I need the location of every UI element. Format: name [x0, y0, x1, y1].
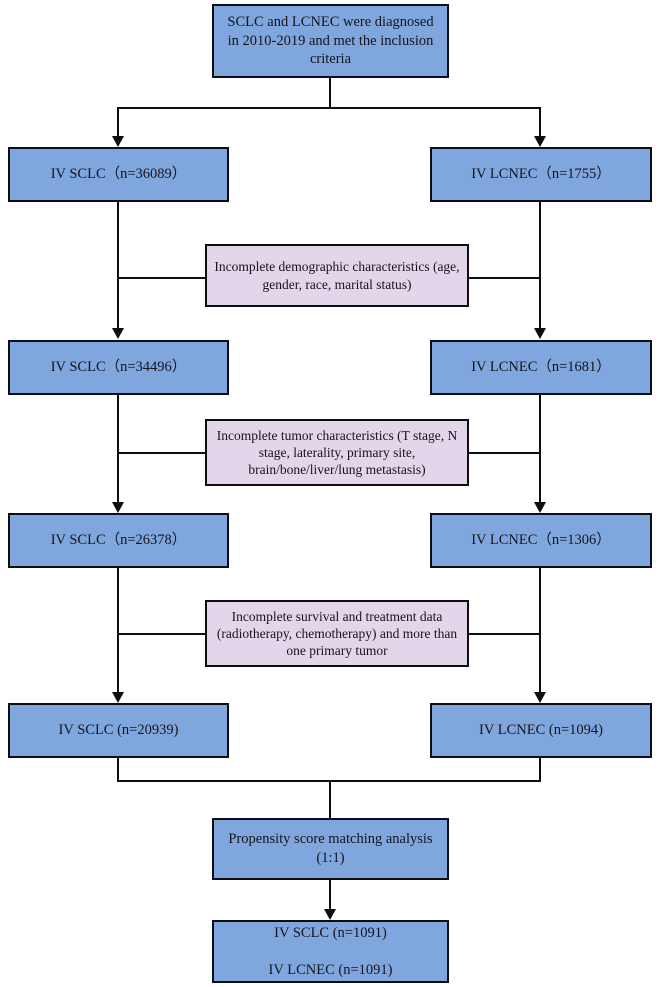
- node-root-line2: in 2010-2019 and met the inclusion: [227, 32, 434, 49]
- connector-split-bar: [117, 107, 541, 109]
- node-final: IV SCLC (n=1091) IV LCNEC (n=1091): [212, 920, 449, 983]
- arrow-to-row2-right: [534, 328, 546, 339]
- node-row3-right-label: IV LCNEC（n=1306）: [471, 532, 611, 549]
- connector-exclusion2-left-branch: [117, 452, 206, 454]
- node-row3-left: IV SCLC（n=26378）: [8, 513, 229, 568]
- connector-psm-to-final: [329, 880, 331, 913]
- connector-exclusion2-right-branch: [468, 452, 541, 454]
- node-row4-right-label: IV LCNEC (n=1094): [479, 722, 603, 739]
- connector-right-spine-1: [539, 202, 541, 333]
- connector-left-spine-1: [117, 202, 119, 333]
- node-exclusion-2-line2: stage, laterality, primary site,: [258, 444, 416, 460]
- arrow-to-row3-right: [534, 502, 546, 513]
- connector-exclusion3-right-branch: [468, 633, 541, 635]
- node-root-line3: criteria: [309, 51, 352, 68]
- node-row1-right: IV LCNEC（n=1755）: [430, 147, 652, 202]
- connector-root-stem: [329, 78, 331, 109]
- connector-split-left-leg: [117, 107, 119, 139]
- arrow-to-row1-left: [112, 136, 124, 147]
- arrow-to-final: [324, 909, 336, 920]
- connector-right-spine-2: [539, 395, 541, 507]
- connector-merge-stem: [329, 780, 331, 820]
- connector-left-spine-2: [117, 395, 119, 507]
- node-exclusion-2-line3: brain/bone/liver/lung metastasis): [248, 462, 426, 478]
- node-root: SCLC and LCNEC were diagnosed in 2010-20…: [212, 4, 449, 78]
- node-root-line1: SCLC and LCNEC were diagnosed: [227, 14, 434, 31]
- connector-right-spine-3: [539, 568, 541, 697]
- node-final-line1: IV SCLC (n=1091): [274, 924, 387, 941]
- node-exclusion-3-line2: (radiotherapy, chemotherapy) and more th…: [216, 625, 458, 641]
- node-row3-left-label: IV SCLC（n=26378）: [50, 532, 187, 549]
- node-psm: Propensity score matching analysis (1:1): [212, 818, 449, 880]
- connector-merge-right-leg: [539, 758, 541, 782]
- node-row1-left-label: IV SCLC（n=36089）: [50, 166, 187, 183]
- node-exclusion-3: Incomplete survival and treatment data (…: [205, 600, 469, 667]
- connector-split-right-leg: [539, 107, 541, 139]
- node-final-line2: IV LCNEC (n=1091): [268, 961, 393, 978]
- node-row2-left-label: IV SCLC（n=34496）: [50, 359, 187, 376]
- arrow-to-row3-left: [112, 502, 124, 513]
- connector-exclusion1-right-branch: [468, 277, 541, 279]
- node-exclusion-1: Incomplete demographic characteristics (…: [205, 244, 469, 307]
- node-exclusion-1-line1: Incomplete demographic characteristics (…: [214, 259, 460, 275]
- node-row2-left: IV SCLC（n=34496）: [8, 340, 229, 395]
- node-row4-right: IV LCNEC (n=1094): [430, 703, 652, 758]
- arrow-to-row1-right: [534, 136, 546, 147]
- node-row3-right: IV LCNEC（n=1306）: [430, 513, 652, 568]
- node-row4-left-label: IV SCLC (n=20939): [58, 722, 179, 739]
- node-exclusion-3-line1: Incomplete survival and treatment data: [231, 608, 443, 624]
- node-row1-right-label: IV LCNEC（n=1755）: [471, 166, 611, 183]
- connector-left-spine-3: [117, 568, 119, 697]
- arrow-to-row2-left: [112, 328, 124, 339]
- node-row1-left: IV SCLC（n=36089）: [8, 147, 229, 202]
- connector-exclusion3-left-branch: [117, 633, 206, 635]
- node-exclusion-2-line1: Incomplete tumor characteristics (T stag…: [216, 427, 458, 443]
- arrow-to-row4-right: [534, 692, 546, 703]
- node-row4-left: IV SCLC (n=20939): [8, 703, 229, 758]
- connector-exclusion1-left-branch: [117, 277, 206, 279]
- connector-merge-left-leg: [117, 758, 119, 782]
- node-exclusion-2: Incomplete tumor characteristics (T stag…: [205, 419, 469, 486]
- node-row2-right: IV LCNEC（n=1681）: [430, 340, 652, 395]
- node-psm-line1: Propensity score matching analysis: [228, 831, 433, 848]
- node-psm-line2: (1:1): [316, 850, 345, 866]
- node-exclusion-1-line2: gender, race, marital status): [262, 276, 412, 292]
- node-exclusion-3-line3: one primary tumor: [286, 643, 388, 659]
- node-row2-right-label: IV LCNEC（n=1681）: [471, 359, 611, 376]
- arrow-to-row4-left: [112, 692, 124, 703]
